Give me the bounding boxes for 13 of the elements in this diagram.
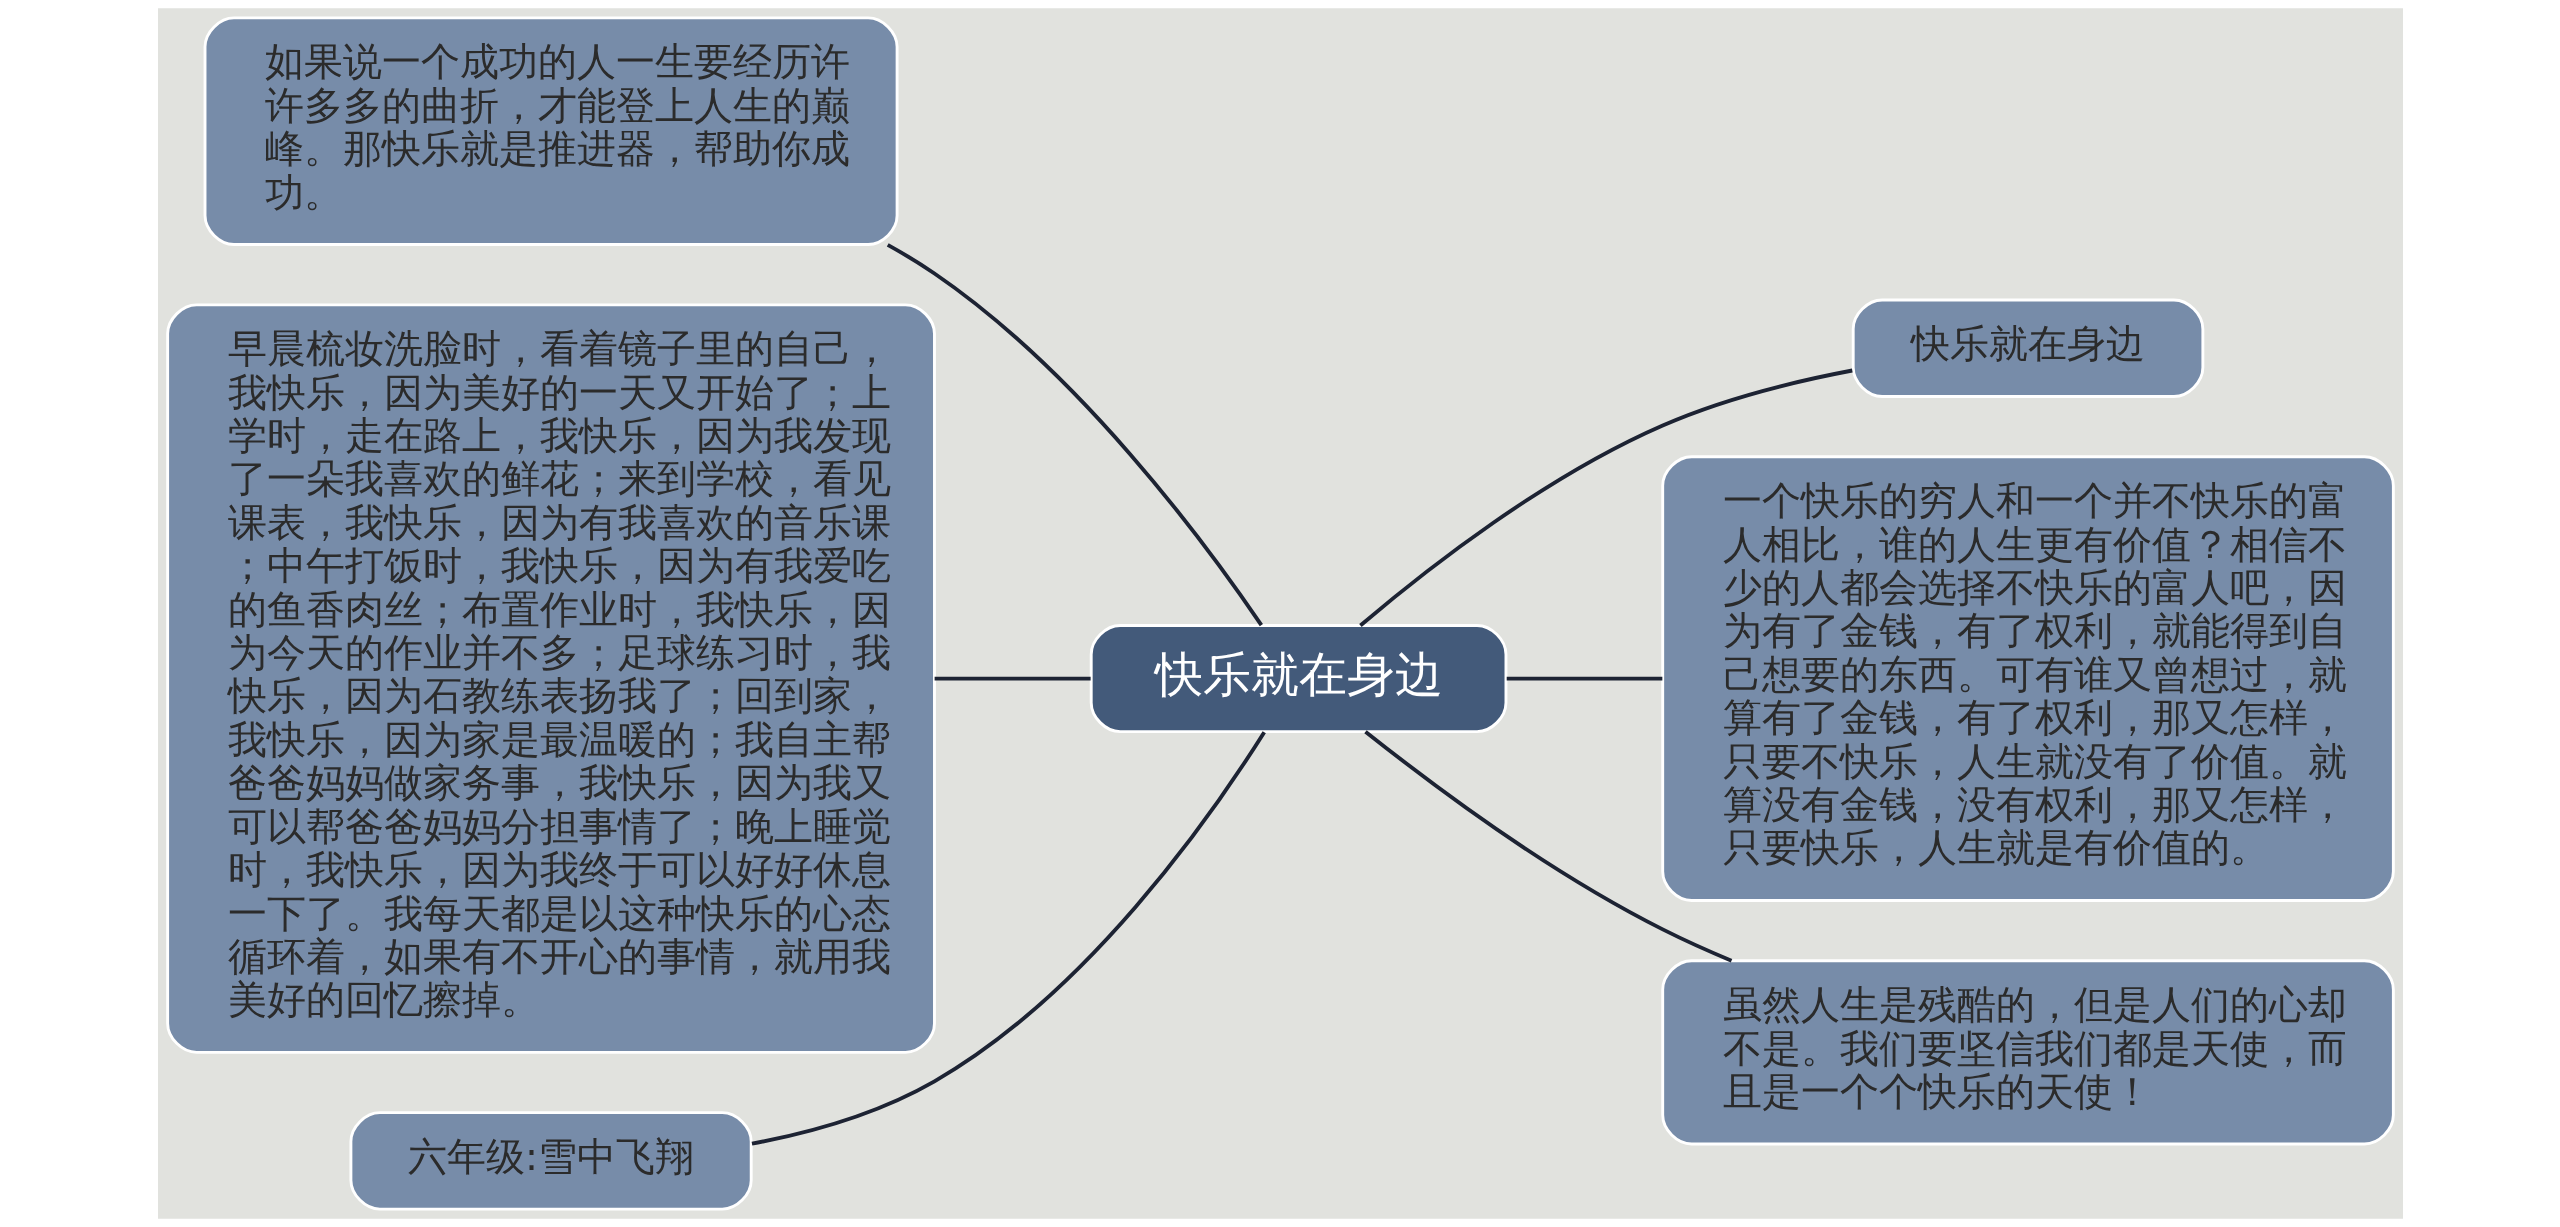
connector (1506, 676, 1662, 681)
connector (886, 243, 1263, 627)
node-box: 早晨梳妆洗脸时，看着镜子里的自己，我快乐，因为美好的一天又开始了；上学时，走在路上，我快乐，因为我发现了一朵我喜欢的鲜花；来到学校，看见课表，我快乐，因为有我喜欢的音乐课；中午打饭时，我快乐，因为有我爱吃的鱼香肉丝；布置作业时，我快乐，因为今天的作业并不多；足球练习时，我快乐，因为石教练表扬我了；回到家，我快乐，因为家是最温暖的；我自主帮爸爸妈妈做家务事，我快乐，因为我又可以帮爸爸妈妈分担事情了；晚上睡觉时，我快乐，因为我终于可以好好休息一下了。我每天都是以这种快乐的心态循环着，如果有不开心的事情，就用我美好的回忆擦掉。 (165, 303, 936, 1054)
connector (934, 676, 1091, 681)
node-box: 六年级:雪中飞翔 (348, 1111, 753, 1211)
node-box: 如果说一个成功的人一生要经历许许多多的曲折，才能登上人生的巅峰。那快乐就是推进器，帮助你成功。 (203, 16, 899, 246)
node-box: 一个快乐的穷人和一个并不快乐的富人相比，谁的人生更有价值？相信不少的人都会选择不快乐的富人吧，因为有了金钱，有了权利，就能得到自己想要的东西。可有谁又曾想过，就算有了金钱，有了权利，那又怎样，只要不快乐，人生就没有了价值。就算没有金钱，没有权利，那又怎样，只要快乐，人生就是有价值的。 (1660, 455, 2395, 902)
node-box: 快乐就在身边 (1089, 624, 1507, 734)
connector (1358, 368, 1853, 627)
connector (1363, 730, 1732, 963)
node-box: 快乐就在身边 (1851, 298, 2204, 398)
node-box: 虽然人生是残酷的，但是人们的心却不是。我们要坚信我们都是天使，而且是一个个快乐的天使！ (1660, 959, 2395, 1146)
connector (751, 731, 1266, 1146)
